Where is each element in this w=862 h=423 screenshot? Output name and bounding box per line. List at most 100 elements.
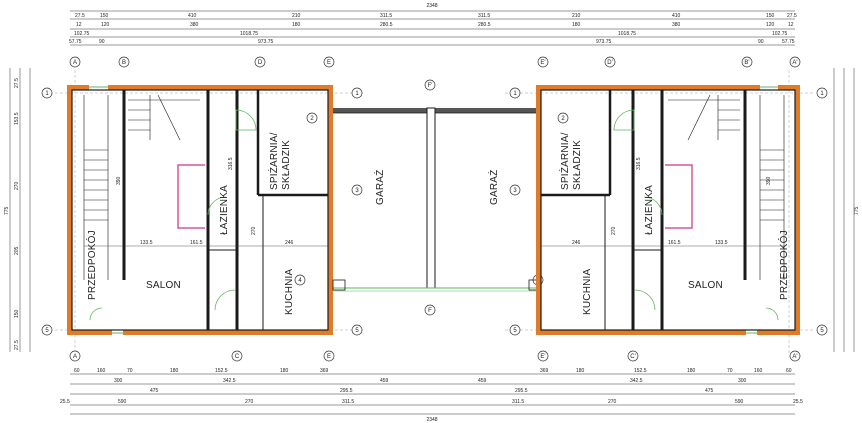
svg-text:270: 270 bbox=[251, 226, 257, 235]
svg-text:369: 369 bbox=[540, 368, 549, 374]
top-row2-labels: 12 120 380 180 280.5 280.5 180 380 120 1… bbox=[76, 22, 794, 28]
svg-text:311.5: 311.5 bbox=[512, 399, 524, 405]
stairs-left bbox=[83, 94, 200, 280]
svg-text:102.75: 102.75 bbox=[772, 31, 788, 37]
svg-text:380: 380 bbox=[672, 22, 681, 28]
svg-text:25.5: 25.5 bbox=[60, 399, 70, 405]
bottom-row2-labels: 300 342.5 459 459 342.5 300 bbox=[114, 378, 747, 384]
svg-text:3: 3 bbox=[355, 188, 359, 194]
svg-text:150: 150 bbox=[766, 13, 775, 19]
svg-text:1018.75: 1018.75 bbox=[618, 31, 636, 37]
svg-text:D': D' bbox=[607, 60, 612, 66]
svg-text:A': A' bbox=[792, 60, 797, 66]
stairs-right bbox=[668, 94, 785, 280]
svg-text:390: 390 bbox=[766, 176, 772, 185]
svg-text:5: 5 bbox=[355, 328, 359, 334]
svg-text:210: 210 bbox=[572, 13, 581, 19]
svg-text:25.5: 25.5 bbox=[793, 399, 803, 405]
svg-text:270: 270 bbox=[14, 181, 20, 190]
room-label-lazienka-left: ŁAZIENKA bbox=[219, 185, 230, 235]
axis-row-5-right: 5 bbox=[820, 328, 824, 334]
bottom-row1-labels: 60 160 70 180 152.5 180 369 369 180 152.… bbox=[74, 368, 792, 374]
svg-text:E: E bbox=[327, 60, 331, 66]
room-label-skladzik-right: SKŁADZIK bbox=[572, 140, 583, 190]
svg-text:475: 475 bbox=[150, 388, 159, 394]
bottom-row4-labels: 25.5 590 270 311.5 311.5 270 590 25.5 bbox=[60, 399, 803, 405]
svg-text:973.75: 973.75 bbox=[596, 39, 612, 45]
top-total-dim: 2348 bbox=[426, 3, 437, 9]
svg-text:152.5: 152.5 bbox=[634, 368, 647, 374]
col-axis-bottom bbox=[69, 304, 801, 362]
svg-text:180: 180 bbox=[280, 368, 289, 374]
axis-row-1-right: 1 bbox=[820, 91, 824, 97]
svg-text:4: 4 bbox=[298, 278, 302, 284]
svg-text:459: 459 bbox=[478, 378, 487, 384]
svg-text:311.5: 311.5 bbox=[342, 399, 354, 405]
svg-text:160: 160 bbox=[97, 368, 106, 374]
svg-text:60: 60 bbox=[74, 368, 80, 374]
svg-text:A: A bbox=[73, 60, 77, 66]
room-label-garaz-right: GARAŻ bbox=[487, 170, 500, 205]
svg-text:120: 120 bbox=[101, 22, 110, 28]
svg-text:150: 150 bbox=[100, 13, 109, 19]
svg-text:205: 205 bbox=[14, 246, 20, 255]
room-label-kuchnia-left: KUCHNIA bbox=[284, 268, 295, 315]
bottom-total-dim: 2348 bbox=[426, 417, 437, 423]
svg-text:D: D bbox=[258, 60, 263, 66]
svg-text:210: 210 bbox=[292, 13, 301, 19]
svg-text:1: 1 bbox=[513, 91, 517, 97]
svg-text:590: 590 bbox=[118, 399, 127, 405]
left-unit-walls bbox=[67, 85, 333, 335]
bottom-row3-labels: 475 295.5 295.5 475 bbox=[150, 388, 714, 394]
svg-text:246: 246 bbox=[572, 240, 581, 246]
svg-text:180: 180 bbox=[576, 368, 585, 374]
svg-text:27.5: 27.5 bbox=[14, 78, 20, 88]
svg-text:280.5: 280.5 bbox=[380, 22, 393, 28]
svg-text:475: 475 bbox=[705, 388, 714, 394]
axis-row-5-left: 5 bbox=[45, 328, 49, 334]
svg-text:246: 246 bbox=[285, 240, 294, 246]
svg-text:459: 459 bbox=[380, 378, 389, 384]
row-axis-middle bbox=[294, 87, 569, 336]
svg-text:316.5: 316.5 bbox=[228, 157, 234, 170]
svg-text:133.5: 133.5 bbox=[715, 240, 728, 246]
svg-text:180: 180 bbox=[687, 368, 696, 374]
svg-text:E': E' bbox=[540, 354, 545, 360]
svg-text:27.5: 27.5 bbox=[75, 13, 85, 19]
svg-text:342.5: 342.5 bbox=[630, 378, 643, 384]
svg-text:2: 2 bbox=[310, 116, 314, 122]
svg-text:410: 410 bbox=[188, 13, 197, 19]
room-label-salon-left: SALON bbox=[146, 280, 181, 291]
svg-text:27.5: 27.5 bbox=[14, 340, 20, 350]
room-label-lazienka-right: ŁAZIENKA bbox=[644, 185, 655, 235]
svg-text:57.75: 57.75 bbox=[69, 39, 82, 45]
row-axis-right bbox=[816, 87, 828, 336]
svg-text:12: 12 bbox=[76, 22, 82, 28]
svg-text:300: 300 bbox=[114, 378, 123, 384]
svg-text:160: 160 bbox=[754, 368, 763, 374]
svg-text:E: E bbox=[327, 354, 331, 360]
svg-text:180: 180 bbox=[170, 368, 179, 374]
svg-text:300: 300 bbox=[738, 378, 747, 384]
svg-text:90: 90 bbox=[758, 39, 764, 45]
svg-text:161.5: 161.5 bbox=[668, 240, 681, 246]
svg-text:295.5: 295.5 bbox=[340, 388, 353, 394]
svg-text:590: 590 bbox=[735, 399, 744, 405]
svg-text:B': B' bbox=[744, 60, 749, 66]
right-total-dim: 775 bbox=[854, 206, 860, 215]
svg-text:120: 120 bbox=[766, 22, 775, 28]
svg-text:280.5: 280.5 bbox=[478, 22, 491, 28]
svg-text:12: 12 bbox=[788, 22, 794, 28]
room-label-przedpokoj-right: PRZEDPOKÓJ bbox=[777, 230, 790, 300]
svg-text:E': E' bbox=[540, 60, 545, 66]
svg-text:295.5: 295.5 bbox=[515, 388, 528, 394]
room-label-skladzik-left: SKŁADZIK bbox=[281, 140, 292, 190]
svg-text:316.5: 316.5 bbox=[636, 157, 642, 170]
room-label-spizarnia-right: SPIŻARNIA/ bbox=[558, 132, 571, 190]
svg-text:410: 410 bbox=[672, 13, 681, 19]
svg-text:57.75: 57.75 bbox=[782, 39, 795, 45]
svg-text:180: 180 bbox=[292, 22, 301, 28]
svg-text:60: 60 bbox=[786, 368, 792, 374]
svg-text:27.5: 27.5 bbox=[787, 13, 797, 19]
